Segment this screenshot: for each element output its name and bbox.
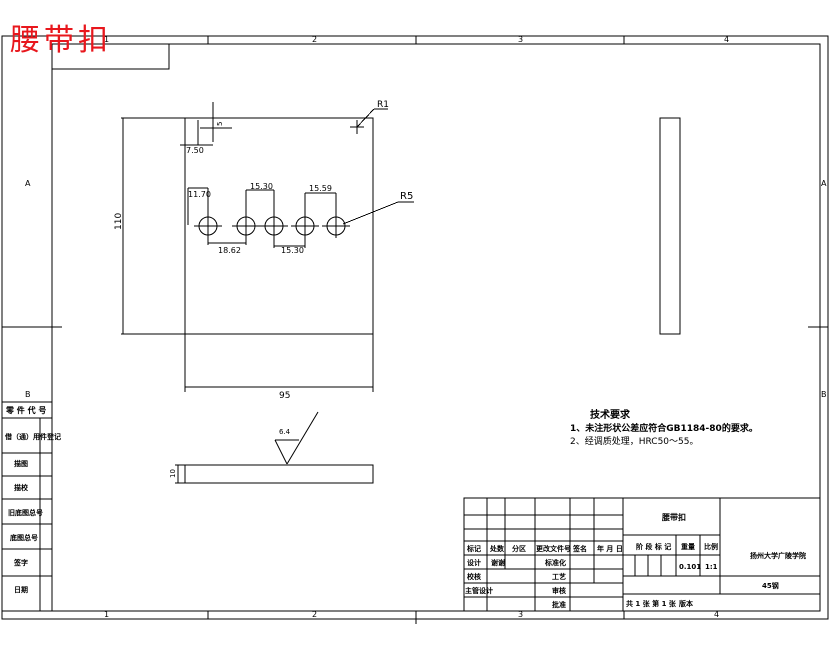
tb-version: 版本 <box>679 599 693 608</box>
tb-weight-value: 0.101 <box>679 563 701 571</box>
inner-frame <box>51 43 821 612</box>
dim-5: 5 <box>216 122 224 126</box>
zone-right-b: B <box>821 390 827 399</box>
plate-front-view <box>184 117 374 335</box>
tb-standard: 标准化 <box>544 558 566 567</box>
tech-req-line-2: 2、经调质处理，HRC50～55。 <box>570 435 699 447</box>
zone-left-b: B <box>25 390 31 399</box>
tb-design-label: 设计 <box>467 558 481 567</box>
dim-15-59: 15.59 <box>309 184 332 193</box>
left-table-row-4: 旧底图总号 <box>8 508 43 517</box>
tb-review: 审核 <box>552 586 566 595</box>
tb-check: 校核 <box>467 572 481 581</box>
outer-border <box>1 35 829 620</box>
left-table-row-7: 日期 <box>14 585 28 594</box>
tb-designer: 谢谢 <box>491 558 505 567</box>
dim-15-30-bottom: 15.30 <box>281 246 304 255</box>
tb-h-zone: 分区 <box>512 544 526 553</box>
tb-part-name: 腰带扣 <box>661 512 686 522</box>
left-table-row-2: 描图 <box>14 459 28 468</box>
left-table-header: 零 件 代 号 <box>5 405 46 415</box>
tb-material: 45钢 <box>762 581 779 590</box>
dim-7-50: 7.50 <box>186 146 204 155</box>
title-block <box>463 497 821 612</box>
drawing-title: 腰带扣 <box>10 23 112 58</box>
zone-top-1: 1 <box>104 35 109 44</box>
zone-bottom-1: 1 <box>104 610 109 619</box>
plate-side-view <box>659 117 681 335</box>
left-table-row-3: 描校 <box>14 483 29 492</box>
tb-company: 扬州大学广陵学院 <box>750 551 806 560</box>
zone-bottom-3: 3 <box>518 610 523 619</box>
dim-95: 95 <box>279 391 290 401</box>
tb-weight: 重量 <box>681 542 695 551</box>
tb-h-mark: 标记 <box>466 544 481 553</box>
tb-chief: 主管设计 <box>465 586 493 595</box>
dim-18-62: 18.62 <box>218 246 241 255</box>
zone-left-a: A <box>25 179 31 188</box>
zone-top-4: 4 <box>724 35 729 44</box>
zone-top-2: 2 <box>312 35 317 44</box>
top-left-box <box>51 43 170 70</box>
dim-15-30-top: 15.30 <box>250 182 273 191</box>
tb-scale: 比例 <box>704 542 718 551</box>
tb-process: 工艺 <box>552 572 566 581</box>
zone-bottom-4: 4 <box>714 610 719 619</box>
zone-right-a: A <box>821 179 827 188</box>
tech-req-heading: 技术要求 <box>590 408 631 421</box>
dim-r5: R5 <box>400 191 413 202</box>
dim-r1: R1 <box>377 100 389 110</box>
tb-scale-value: 1:1 <box>705 563 718 571</box>
dim-10: 10 <box>169 469 177 478</box>
left-side-table <box>1 401 53 612</box>
left-table-row-1: 借（通）用件登记 <box>4 432 61 441</box>
dim-110: 110 <box>114 213 124 230</box>
tb-h-doc: 更改文件号 <box>536 544 571 553</box>
dim-11-70: 11.70 <box>188 190 211 199</box>
tb-stage: 阶 段 标 记 <box>636 542 671 551</box>
zone-top-3: 3 <box>518 35 523 44</box>
roughness-value: 6.4 <box>279 428 291 436</box>
zone-bottom-2: 2 <box>312 610 317 619</box>
plate-top-view <box>184 464 374 484</box>
left-table-row-5: 底图总号 <box>10 533 38 542</box>
tb-h-sign: 签名 <box>572 544 587 553</box>
tb-h-count: 处数 <box>489 544 505 553</box>
left-table-row-6: 签字 <box>13 558 28 567</box>
roughness-symbol <box>274 411 319 465</box>
tb-approve: 批准 <box>552 600 566 609</box>
tb-h-date: 年 月 日 <box>597 544 623 553</box>
tech-req-line-1: 1、未注形状公差应符合GB1184-80的要求。 <box>570 422 758 434</box>
tb-sheets: 共 1 张 第 1 张 <box>626 599 677 608</box>
